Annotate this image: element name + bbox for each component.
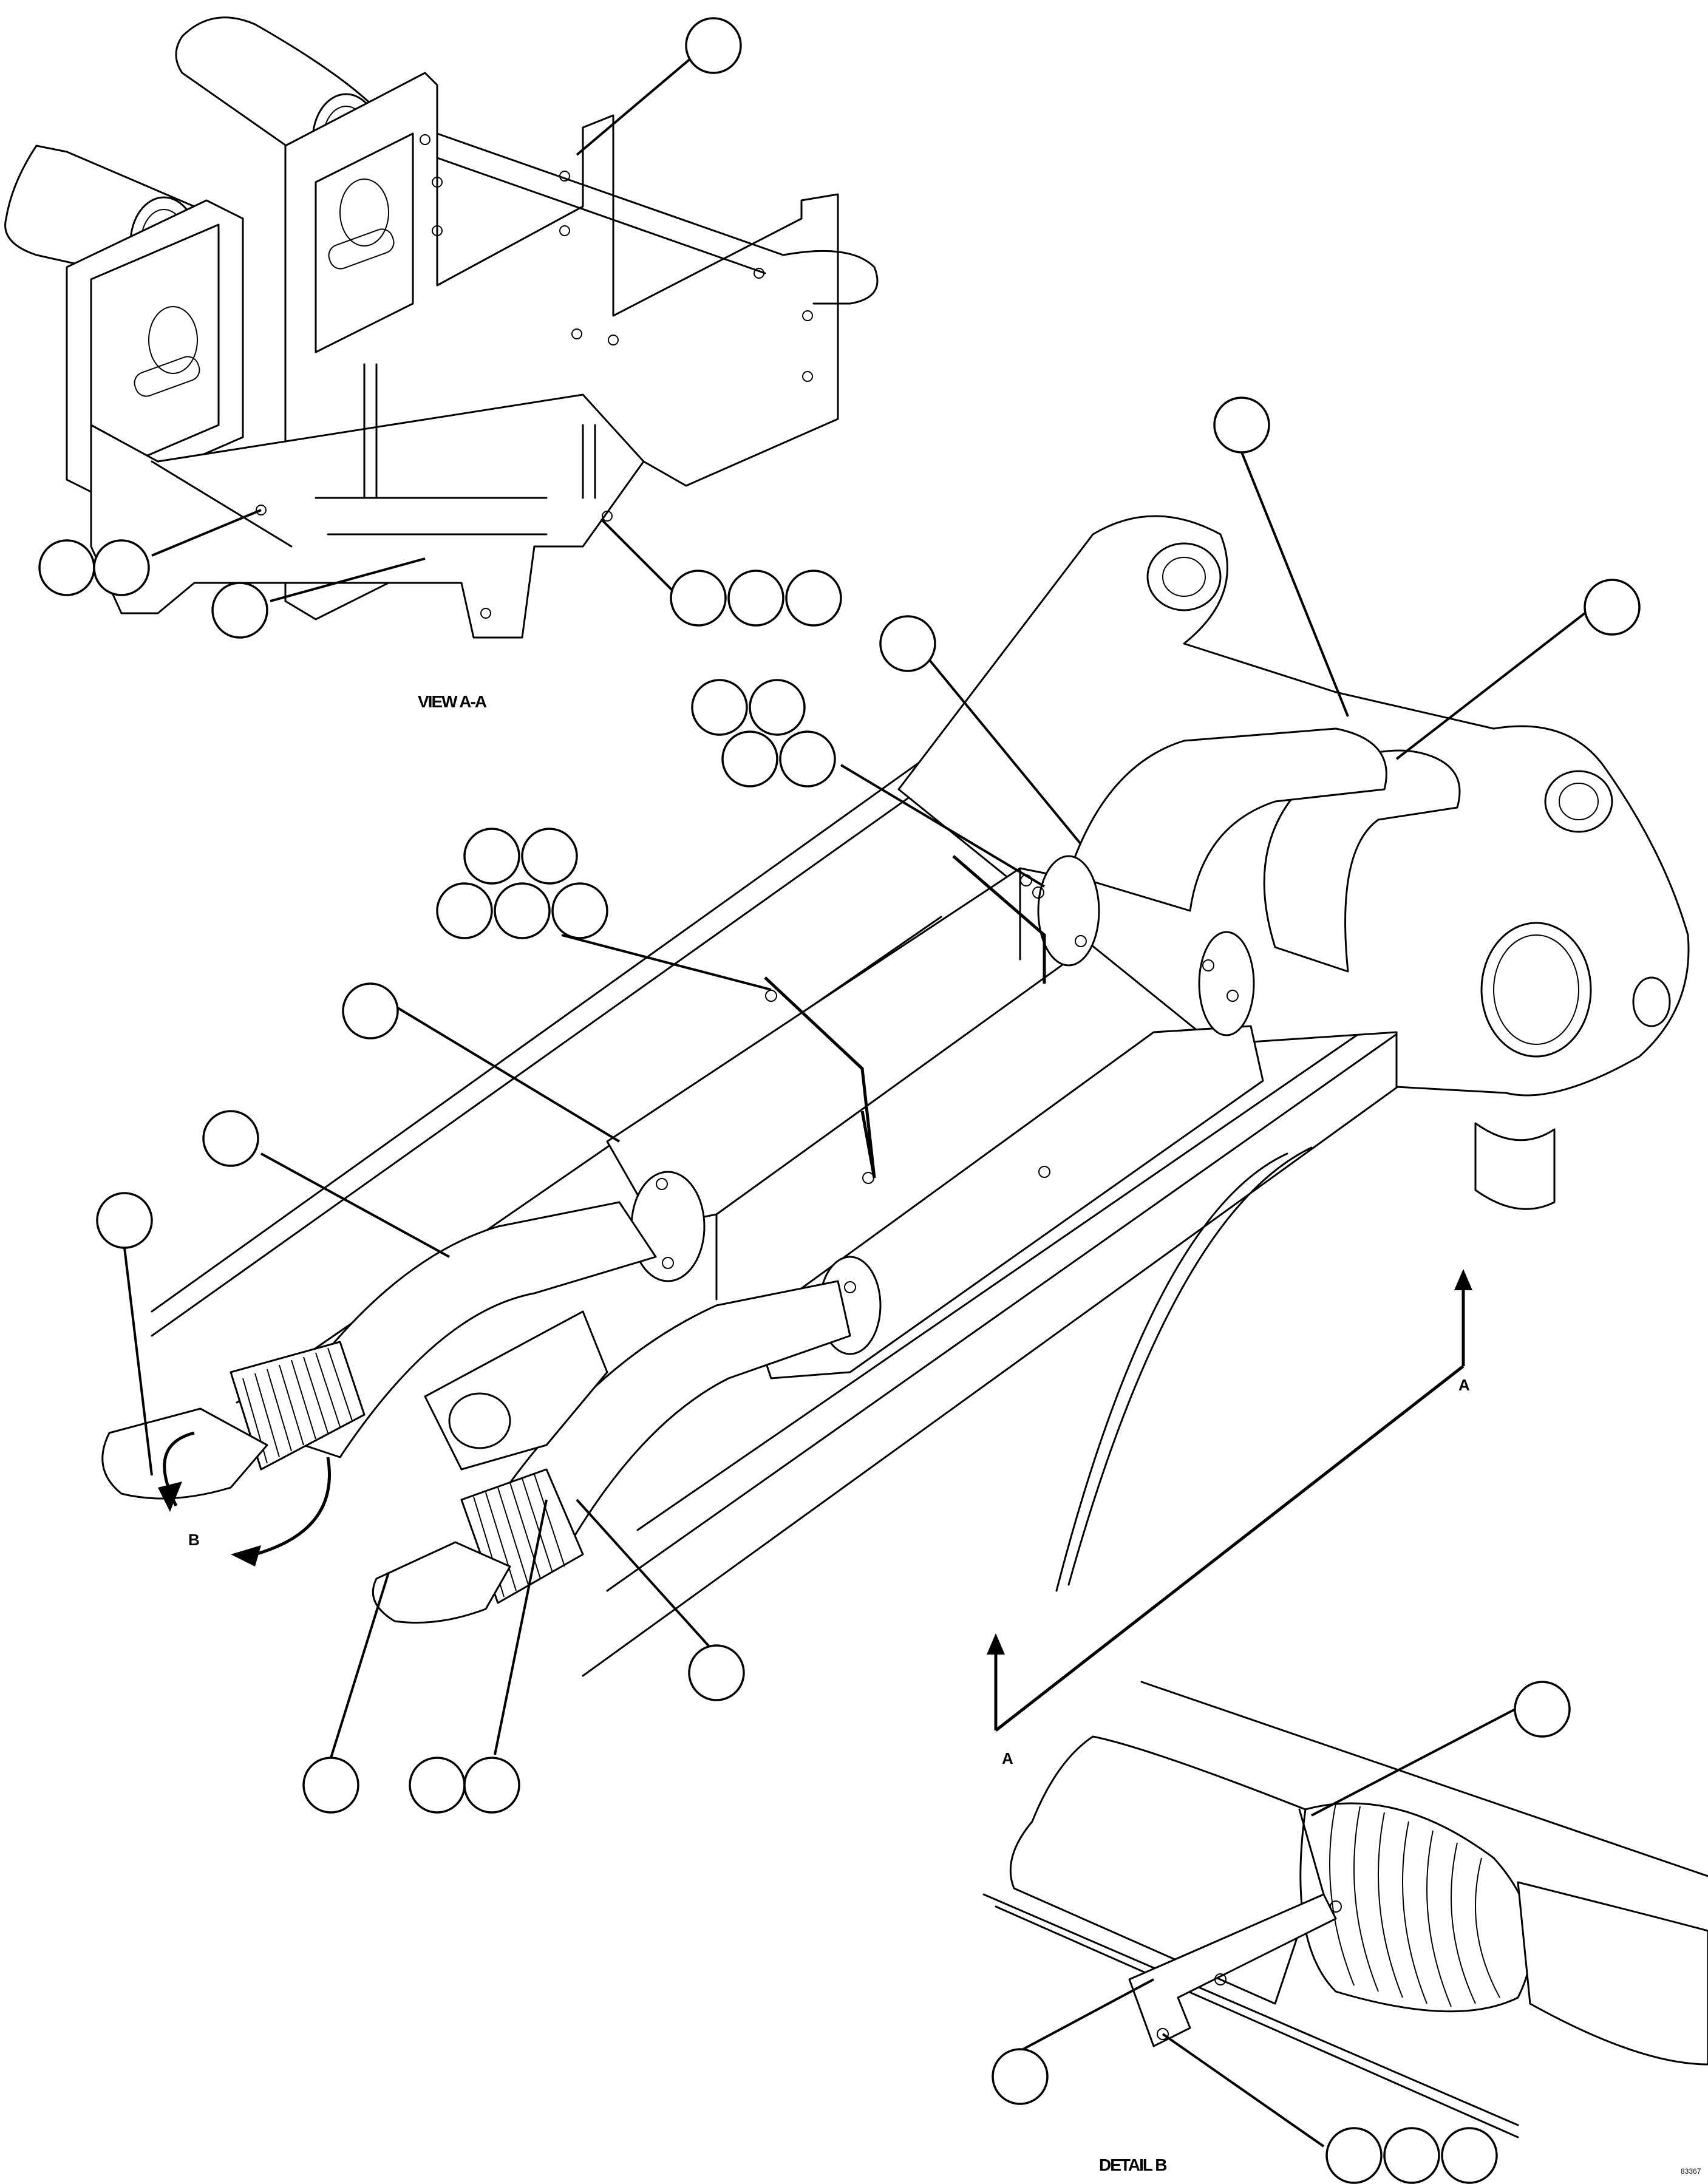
callout-bubble <box>685 17 742 74</box>
callout-bubble <box>785 570 842 627</box>
view-aa-title: VIEW A-A <box>418 692 487 711</box>
callout-bubble <box>521 828 578 885</box>
callout-bubbles <box>38 17 1641 2184</box>
left-exhaust-pipe <box>266 1201 657 1458</box>
exhaust-y-pipe <box>1263 749 1461 973</box>
callout-bubble <box>409 1757 466 1814</box>
detail-arrow-label: B <box>188 1531 200 1549</box>
callout-bubble <box>1213 396 1270 454</box>
callout-bubble <box>96 1192 153 1249</box>
section-arrow-label-top: A <box>1458 1376 1470 1394</box>
callout-bubble <box>727 570 784 627</box>
section-arrow-label-bottom: A <box>1002 1749 1013 1767</box>
section-a-indicator: A A <box>987 1269 1472 1767</box>
callout-bubble <box>1383 2127 1440 2184</box>
detail-b-bellows <box>1299 1802 1533 2013</box>
left-tailpipe <box>101 1407 268 1500</box>
detail-b-drawing <box>982 1681 1708 2138</box>
main-assembly-drawing <box>101 515 1690 1677</box>
left-bellows <box>230 1341 366 1471</box>
callout-bubble <box>202 1110 259 1167</box>
callout-bubble <box>211 582 268 639</box>
callout-bubble <box>992 2048 1049 2105</box>
callout-bubble <box>1325 2127 1383 2184</box>
callout-bubble <box>436 882 493 939</box>
callout-leaders <box>123 53 1586 2148</box>
callout-bubble <box>1584 579 1641 636</box>
callout-bubble <box>721 730 778 788</box>
drawing-number: 83367 <box>1681 2167 1701 2175</box>
right-tailpipe <box>372 1541 511 1624</box>
callout-bubble <box>1441 2127 1498 2184</box>
callout-bubble <box>691 679 748 736</box>
callout-bubble <box>302 1757 359 1814</box>
detail-b-title: DETAIL B <box>1099 2155 1166 2174</box>
callout-bubble <box>551 882 608 939</box>
callout-bubble <box>93 539 150 596</box>
callout-bubble <box>688 1644 745 1701</box>
view-aa-drawing <box>4 16 879 639</box>
callout-bubble <box>1514 1681 1571 1738</box>
lower-muffler <box>752 1025 1264 1379</box>
callout-bubble <box>749 679 806 736</box>
callout-bubble <box>879 615 936 672</box>
callout-bubble <box>779 730 836 788</box>
callout-bubble <box>342 982 399 1039</box>
callout-bubble <box>494 882 551 939</box>
callout-bubble <box>463 828 520 885</box>
callout-bubble <box>463 1757 520 1814</box>
callout-bubble <box>670 570 727 627</box>
callout-bubble <box>38 539 95 596</box>
